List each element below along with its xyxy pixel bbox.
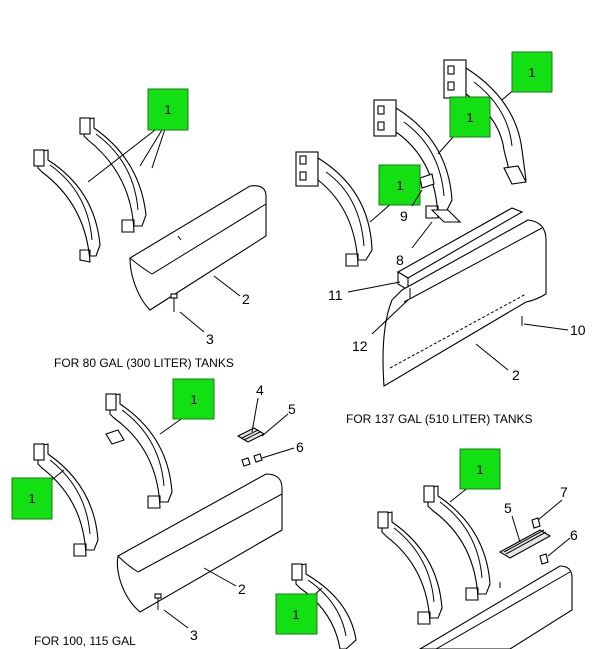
part-label-137-11: 11 (328, 287, 343, 303)
bolt-br (499, 517, 549, 588)
clip-100 (105, 429, 125, 445)
callout-box-137c (511, 51, 553, 93)
leader-137-11 (347, 281, 401, 293)
leader-br-6 (547, 537, 571, 557)
part-label-80-2: 2 (242, 291, 250, 307)
callout-box-100b (11, 477, 53, 520)
leader-137-9 (411, 189, 423, 207)
leader-100-6 (261, 447, 295, 459)
leader-100-4 (251, 397, 259, 433)
part-label-br-5: 5 (504, 500, 512, 516)
pad-100 (236, 427, 266, 443)
bracket-100-front (33, 443, 99, 557)
bracket-br-rear (423, 485, 491, 601)
part-label-137-8: 8 (396, 252, 404, 268)
part-label-100-3: 3 (190, 627, 198, 643)
caption-100-gal: FOR 100, 115 GAL (34, 634, 136, 648)
strap-137 (419, 173, 435, 189)
callout-label-80: 1 (164, 102, 171, 117)
bracket-80-right (79, 117, 147, 233)
caption-137-gal: FOR 137 GAL (510 LITER) TANKS (346, 412, 533, 426)
caption-80-gal: FOR 80 GAL (300 LITER) TANKS (54, 356, 234, 370)
callout-label-137b: 1 (466, 110, 473, 125)
bracket-100-rear (105, 393, 173, 509)
leader-137-2 (475, 343, 509, 371)
leader-100-3 (163, 609, 189, 629)
part-label-137-12: 12 (352, 338, 368, 354)
leader-137-10 (523, 323, 569, 331)
leader-137-12 (371, 299, 409, 335)
part-label-137-2: 2 (512, 367, 520, 383)
part-label-100-4: 4 (256, 382, 264, 398)
tank-skirt-100 (116, 473, 283, 613)
part-label-br-6: 6 (570, 527, 578, 543)
part-label-80-3: 3 (206, 331, 214, 347)
leader-br-5 (511, 515, 521, 543)
part-label-100-5: 5 (288, 401, 296, 417)
leader-80-3 (179, 311, 205, 333)
leader-100-2 (203, 567, 237, 587)
bolt-80 (170, 293, 178, 312)
bolt-100-3 (154, 593, 162, 610)
callout-label-100b: 1 (28, 491, 35, 506)
leader-100-5 (261, 413, 289, 437)
callout-box-br-b (275, 593, 318, 635)
leader-br-7 (537, 499, 563, 521)
tank-skirt-137 (382, 219, 547, 387)
callout-label-137a: 1 (396, 178, 403, 193)
callout-box-137a (378, 164, 421, 206)
callout-label-137c: 1 (528, 65, 535, 80)
callout-label-br-a: 1 (476, 462, 483, 477)
rail-137 (396, 207, 524, 291)
callout-box-80 (147, 88, 189, 131)
callout-box-137b (449, 96, 491, 138)
tank-skirt-80 (129, 185, 267, 311)
bracket-br-front (377, 511, 443, 625)
leader-137-8 (411, 221, 433, 249)
callout-box-br-a (459, 448, 501, 490)
callout-box-100a (172, 378, 215, 420)
bracket-80-left (33, 149, 101, 263)
part-label-137-10: 10 (570, 322, 586, 338)
callout-label-100a: 1 (190, 392, 197, 407)
bracket-137-middle (373, 99, 462, 223)
callout-label-br-b: 1 (292, 607, 299, 622)
bracket-137-front (295, 151, 373, 267)
part-label-br-7: 7 (560, 484, 568, 500)
tank-skirt-br (418, 565, 573, 649)
leader-80-2 (213, 275, 241, 297)
part-label-137-9: 9 (400, 208, 408, 224)
pad-br (498, 529, 552, 559)
part-label-100-2: 2 (238, 581, 246, 597)
part-label-100-6: 6 (296, 439, 304, 455)
bolt-100-6 (241, 453, 263, 467)
